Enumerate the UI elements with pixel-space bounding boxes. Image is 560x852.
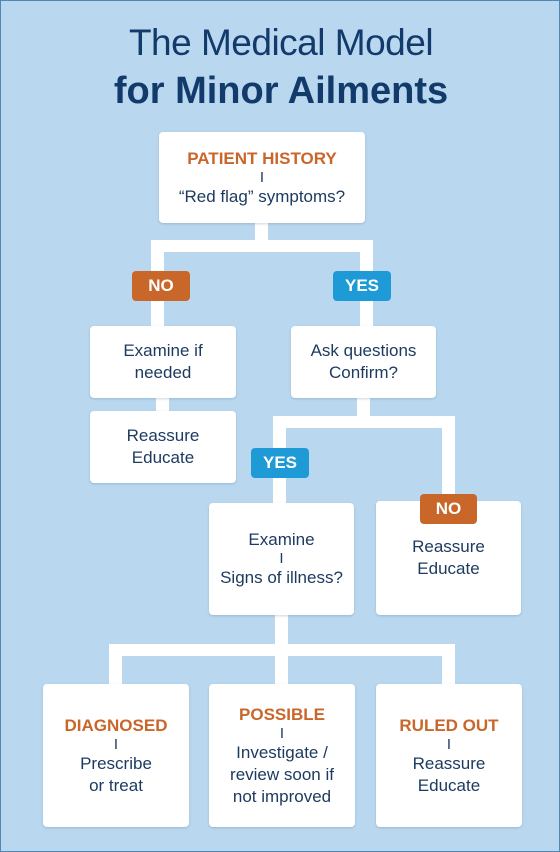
yes-label-mid: YES <box>251 448 309 478</box>
ruled-out-box: RULED OUT I Reassure Educate <box>376 684 522 827</box>
title-line-2: for Minor Ailments <box>113 70 449 112</box>
ruled-out-separator: I <box>446 735 452 753</box>
diagnosed-separator: I <box>113 735 119 753</box>
reassure-educate-left-text: Reassure Educate <box>126 426 200 467</box>
connector-mid-right-drop <box>442 416 455 506</box>
examine-if-needed-box: Examine if needed <box>90 326 236 398</box>
possible-separator: I <box>279 724 285 742</box>
connector-bottom-right-drop <box>442 644 455 686</box>
examine-separator: I <box>279 550 284 567</box>
no-label-top: NO <box>132 271 190 301</box>
diagnosed-text: Prescribe or treat <box>80 753 152 795</box>
ruled-out-text: Reassure Educate <box>412 753 486 795</box>
connector-bottom-mid-drop <box>275 644 288 686</box>
connector-branch-mid <box>273 416 455 428</box>
examine-if-needed-text: Examine if needed <box>123 341 203 382</box>
reassure-educate-left-box: Reassure Educate <box>90 411 236 483</box>
possible-header: POSSIBLE <box>239 704 325 724</box>
title-line-1: The Medical Model <box>128 22 434 63</box>
ruled-out-header: RULED OUT <box>399 715 499 735</box>
yes-label-top: YES <box>333 271 391 301</box>
patient-history-separator: I <box>259 168 265 186</box>
no-label-mid: NO <box>420 494 477 524</box>
patient-history-header: PATIENT HISTORY <box>187 148 337 168</box>
examine-header: Examine <box>248 530 315 549</box>
ask-questions-box: Ask questions Confirm? <box>291 326 436 398</box>
possible-text: Investigate / review soon if not improve… <box>230 742 334 806</box>
connector-bottom-left-drop <box>109 644 122 686</box>
examine-question: Signs of illness? <box>220 568 343 587</box>
possible-box: POSSIBLE I Investigate / review soon if … <box>209 684 355 827</box>
connector-branch-top <box>151 240 373 252</box>
reassure-educate-right-text: Reassure Educate <box>412 537 485 578</box>
examine-box: Examine I Signs of illness? <box>209 503 354 615</box>
patient-history-question: “Red flag” symptoms? <box>178 186 346 206</box>
diagnosed-box: DIAGNOSED I Prescribe or treat <box>43 684 189 827</box>
ask-questions-text: Ask questions Confirm? <box>310 341 417 382</box>
patient-history-box: PATIENT HISTORY I “Red flag” symptoms? <box>159 132 365 223</box>
diagnosed-header: DIAGNOSED <box>64 715 168 735</box>
